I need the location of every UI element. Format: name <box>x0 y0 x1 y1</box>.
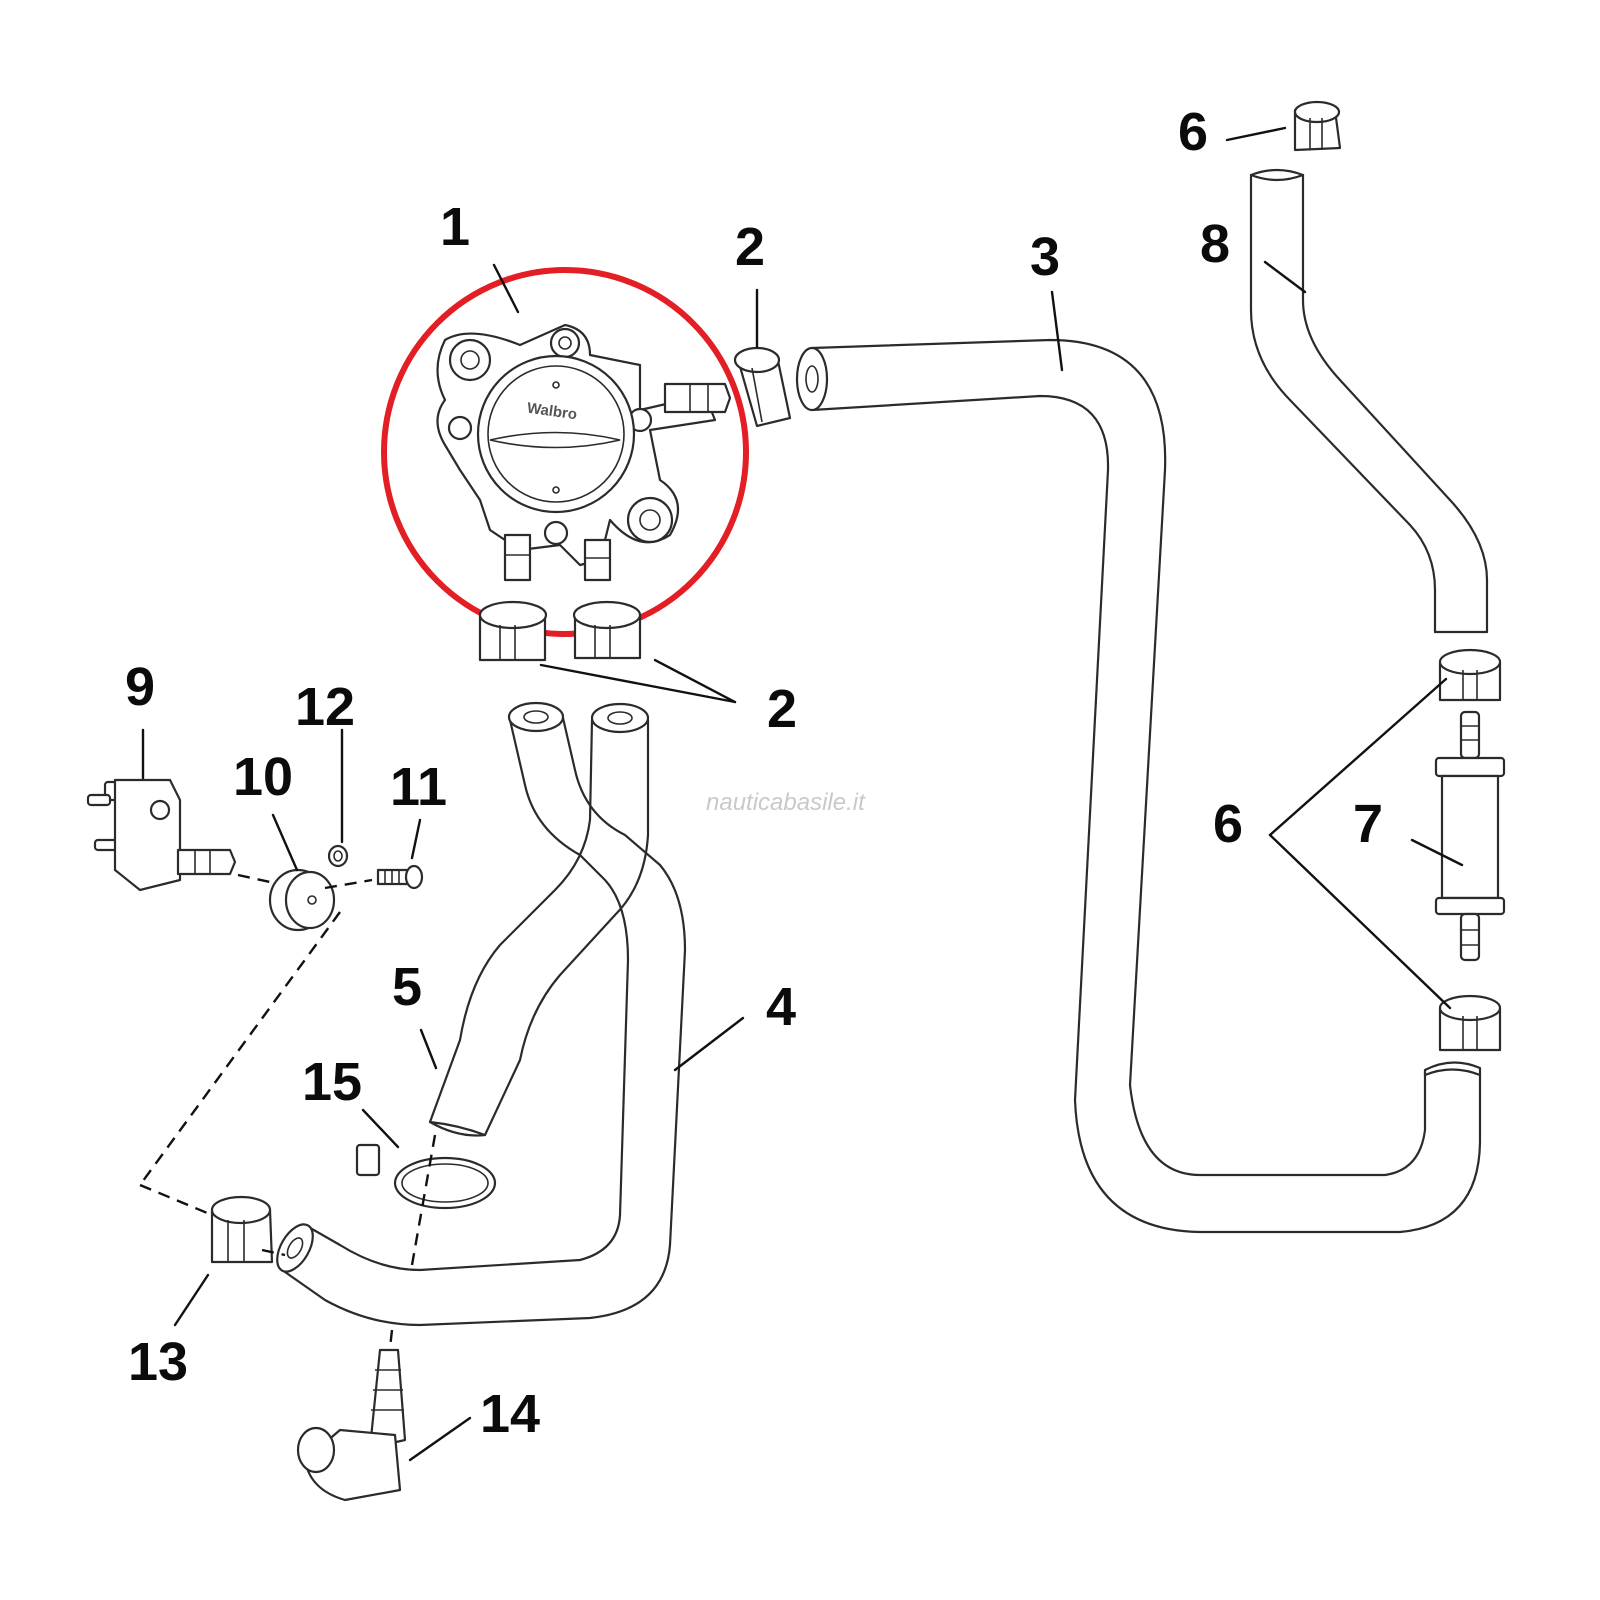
clamp-6-lower <box>1438 994 1502 1052</box>
callout-14: 14 <box>480 1384 540 1444</box>
pump-brand-label: Walbro <box>526 400 578 424</box>
clamp-2-bottom-left <box>478 600 548 662</box>
grommet-10 <box>268 868 336 932</box>
callout-5: 5 <box>392 957 422 1017</box>
callout-6-mid: 6 <box>1213 794 1243 854</box>
callout-6-top: 6 <box>1178 102 1208 162</box>
clamp-13 <box>210 1195 274 1264</box>
callout-9: 9 <box>125 657 155 717</box>
pump-highlight-circle <box>381 267 749 637</box>
callout-10: 10 <box>233 747 293 807</box>
washer-12 <box>327 844 349 868</box>
fitting-14 <box>296 1348 407 1502</box>
valve-9 <box>86 778 237 892</box>
clamp-15 <box>355 1143 497 1210</box>
callout-7: 7 <box>1353 794 1383 854</box>
callout-11: 11 <box>390 757 447 817</box>
fuel-filter-7 <box>1434 710 1506 962</box>
watermark: nauticabasile.it <box>706 789 866 816</box>
assembly-dashed-lines <box>139 873 437 1349</box>
fuel-pump-1: Walbro <box>436 323 732 582</box>
clamp-6-top <box>1293 100 1342 152</box>
callout-2-bottom: 2 <box>767 679 797 739</box>
callout-3: 3 <box>1030 227 1060 287</box>
hose-5 <box>428 702 650 1137</box>
clamp-2-top <box>733 346 792 428</box>
hose-4 <box>276 701 687 1327</box>
callout-1: 1 <box>440 197 470 257</box>
callout-numbers: 1 2 3 6 8 2 9 12 10 11 6 7 5 4 15 13 14 <box>125 102 1383 1444</box>
screw-11 <box>376 864 424 890</box>
callout-12: 12 <box>295 677 355 737</box>
hose-8 <box>1249 168 1489 634</box>
callout-13: 13 <box>128 1332 188 1392</box>
hose-3 <box>795 338 1482 1234</box>
callout-4: 4 <box>766 977 796 1037</box>
callout-2-top: 2 <box>735 217 765 277</box>
leader-lines <box>141 126 1464 1462</box>
callout-8: 8 <box>1200 214 1230 274</box>
clamp-6-upper <box>1438 648 1502 702</box>
callout-15: 15 <box>302 1052 362 1112</box>
clamp-2-bottom-right <box>572 600 642 660</box>
